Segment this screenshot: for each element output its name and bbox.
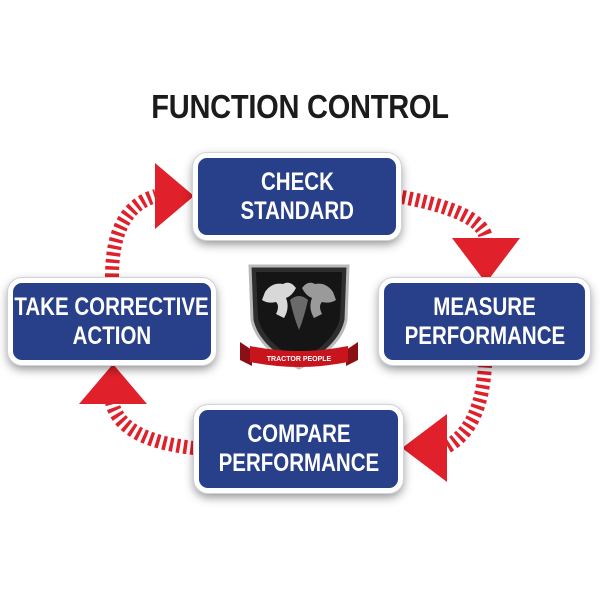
logo-banner-text: TRACTOR PEOPLE [267,356,332,363]
step-take-line2: ACTION [72,321,152,350]
step-measure-performance: MEASURE PERFORMANCE [379,278,590,365]
dashed-arc-check-to-measure [400,190,493,240]
step-take-corrective-action: TAKE CORRECTIVE ACTION [8,278,216,365]
arrowhead-to-take [79,364,147,404]
step-measure-line1: MEASURE [433,292,536,321]
step-take-line1: TAKE CORRECTIVE [14,292,210,321]
dashed-arc-take-to-check [105,189,159,278]
step-measure-line2: PERFORMANCE [404,321,565,350]
step-compare-line2: PERFORMANCE [218,449,379,477]
step-compare-performance: COMPARE PERFORMANCE [194,405,403,493]
step-check-line2: STANDARD [240,196,354,225]
arrowhead-to-check [155,163,194,229]
dashed-arc-compare-to-take [105,400,195,455]
arrowhead-to-measure [452,238,520,283]
step-check-line1: CHECK [260,167,334,196]
diagram-title: FUNCTION CONTROL [151,88,449,125]
step-compare-line1: COMPARE [246,420,351,448]
arrowhead-to-compare [402,414,447,482]
dashed-arc-measure-to-compare [442,363,492,454]
step-check-standard: CHECK STANDARD [193,153,401,240]
horse-shield-logo [240,264,358,370]
